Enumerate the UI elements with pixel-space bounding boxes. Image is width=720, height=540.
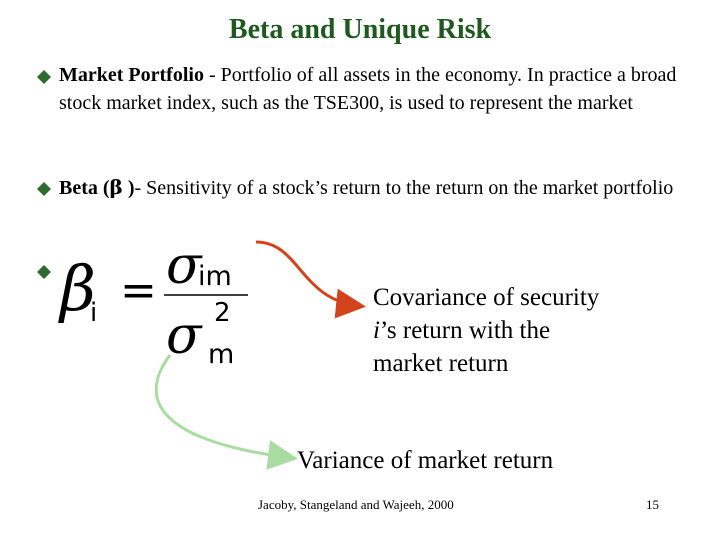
- covariance-line-2-rest: ’s return with the: [379, 317, 551, 344]
- covariance-arrow: [255, 240, 366, 319]
- formula-subscript-m: m: [208, 339, 234, 370]
- covariance-description: Covariance of security i’s return with t…: [373, 281, 599, 380]
- bullet-term-market-portfolio: Market Portfolio: [59, 64, 204, 86]
- variance-description: Variance of market return: [297, 447, 554, 474]
- bullet-text-market-portfolio: - Portfolio of all assets in the economy…: [59, 64, 677, 114]
- variance-arrow: [154, 354, 298, 470]
- diamond-bullet-icon: [37, 70, 51, 84]
- page-number: 15: [646, 497, 659, 512]
- bullet-term-beta-close: ): [122, 177, 135, 199]
- bullet-market-portfolio: Market Portfolio - Portfolio of all asse…: [59, 61, 709, 117]
- covariance-line-3: market return: [373, 350, 509, 377]
- diamond-bullet-icon: [37, 265, 51, 279]
- covariance-italic-i: i: [373, 317, 380, 344]
- formula-sigma-denominator: σ: [166, 306, 203, 366]
- formula-equals: =: [120, 265, 157, 316]
- covariance-line-2: i’s return with the: [373, 314, 599, 347]
- formula-subscript-im: im: [198, 261, 232, 292]
- beta-formula: β i = σ im σ 2 m: [58, 236, 248, 370]
- footer-authors: Jacoby, Stangeland and Wajeeh, 2000: [258, 497, 454, 512]
- formula-beta: β: [58, 252, 96, 325]
- bullet-text-beta: - Sensitivity of a stock’s return to the…: [134, 177, 674, 199]
- formula-subscript-i: i: [90, 298, 97, 328]
- bullet-term-beta: Beta (: [59, 177, 110, 199]
- covariance-line-1: Covariance of security: [373, 284, 600, 311]
- diamond-bullet-icon: [37, 182, 51, 196]
- formula-sigma-numerator: σ: [166, 236, 203, 296]
- bullet-beta: Beta (β )- Sensitivity of a stock’s retu…: [59, 173, 709, 202]
- formula-superscript-2: 2: [214, 298, 231, 328]
- beta-symbol: β: [109, 175, 123, 199]
- slide-title: Beta and Unique Risk: [228, 14, 492, 45]
